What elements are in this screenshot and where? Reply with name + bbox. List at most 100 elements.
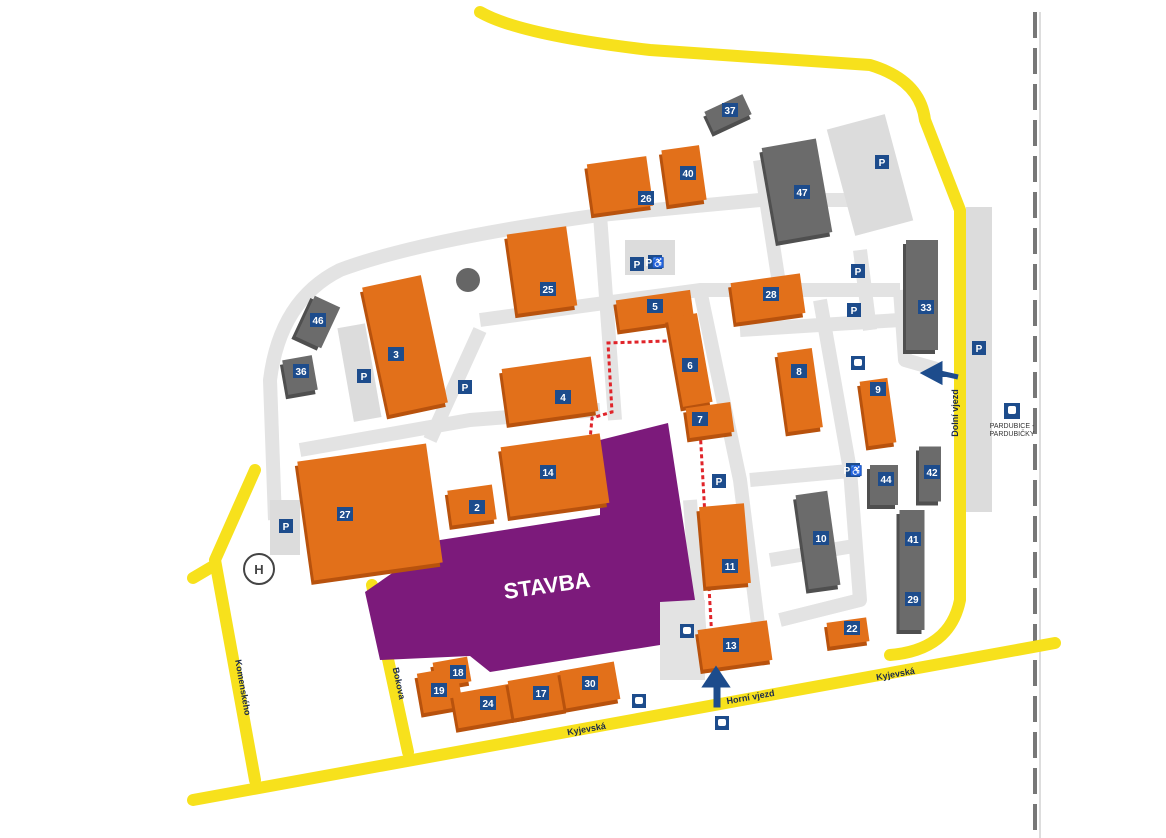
building-number-badge: 24 bbox=[480, 696, 496, 710]
building-number-badge: 44 bbox=[878, 472, 894, 486]
route-path bbox=[586, 338, 714, 641]
building-number: 10 bbox=[815, 534, 827, 545]
building-roof bbox=[906, 240, 938, 350]
building-number: 19 bbox=[433, 686, 445, 697]
badge-bg bbox=[293, 364, 309, 378]
building-number-badge: 33 bbox=[918, 300, 934, 314]
building-number: 6 bbox=[687, 361, 693, 372]
badge-bg bbox=[480, 696, 496, 710]
building-number-badge: 13 bbox=[723, 638, 739, 652]
building-25[interactable] bbox=[504, 226, 578, 319]
building-44[interactable] bbox=[867, 465, 898, 509]
badge-bg bbox=[722, 103, 738, 117]
badge-bg bbox=[924, 465, 940, 479]
building-26[interactable] bbox=[584, 156, 654, 219]
icon-bg bbox=[458, 380, 472, 394]
building-33[interactable] bbox=[903, 240, 938, 354]
vehicle-glyph bbox=[635, 697, 643, 704]
icon-bg bbox=[847, 303, 861, 317]
building-number: 8 bbox=[796, 367, 802, 378]
building-4[interactable] bbox=[499, 356, 599, 428]
building-9[interactable] bbox=[857, 377, 897, 451]
entry-arrow-icon bbox=[701, 665, 731, 708]
building-roof bbox=[506, 226, 578, 314]
building-number: 30 bbox=[584, 679, 596, 690]
badge-bg bbox=[337, 507, 353, 521]
building-number-badge: 8 bbox=[791, 364, 807, 378]
building-number: 36 bbox=[295, 367, 307, 378]
building-number: 2 bbox=[474, 503, 480, 514]
building-number: 40 bbox=[682, 169, 694, 180]
building-number-badge: 2 bbox=[469, 500, 485, 514]
badge-bg bbox=[540, 282, 556, 296]
train-station[interactable]: PARDUBICE - PARDUBIČKY bbox=[990, 403, 1035, 438]
building-number: 41 bbox=[907, 535, 919, 546]
building-number: 26 bbox=[640, 194, 652, 205]
icon-glyph: P bbox=[283, 522, 290, 533]
badge-bg bbox=[638, 191, 654, 205]
station-label: PARDUBIČKY bbox=[990, 429, 1035, 438]
building-8[interactable] bbox=[774, 347, 823, 437]
building-28[interactable] bbox=[728, 273, 806, 328]
icon-bg bbox=[357, 369, 371, 383]
building-11[interactable] bbox=[696, 503, 751, 592]
building-number-badge: 18 bbox=[450, 665, 466, 679]
building-number: 14 bbox=[542, 468, 554, 479]
building-number-badge: 10 bbox=[813, 531, 829, 545]
building-number: 7 bbox=[697, 415, 703, 426]
road-label-kyjevska: Kyjevská bbox=[875, 666, 916, 683]
badge-bg bbox=[791, 364, 807, 378]
icon-glyph: P bbox=[462, 383, 469, 394]
building-7[interactable] bbox=[683, 402, 735, 443]
tram-icon bbox=[680, 624, 694, 638]
building-number-badge: 4 bbox=[555, 390, 571, 404]
icon-bg bbox=[846, 463, 860, 477]
building-number-badge: 47 bbox=[794, 185, 810, 199]
icon-bg bbox=[279, 519, 293, 533]
icon-glyph: P bbox=[851, 306, 858, 317]
building-number: 27 bbox=[339, 510, 351, 521]
icon-glyph: P♿ bbox=[843, 464, 862, 477]
building-number: 46 bbox=[312, 316, 324, 327]
badge-bg bbox=[870, 382, 886, 396]
building-number: 25 bbox=[542, 285, 554, 296]
badge-bg bbox=[813, 531, 829, 545]
disabled-parking-icon: P♿ bbox=[645, 255, 665, 269]
building-number: 22 bbox=[846, 624, 858, 635]
icon-glyph: P♿ bbox=[645, 256, 664, 269]
train-icon-shape bbox=[1008, 406, 1016, 414]
vehicle-glyph bbox=[683, 627, 691, 634]
disabled-parking-icon: P♿ bbox=[843, 463, 863, 477]
building-number-badge: 17 bbox=[533, 686, 549, 700]
building-number: 29 bbox=[907, 595, 919, 606]
badge-bg bbox=[722, 559, 738, 573]
building-number-badge: 36 bbox=[293, 364, 309, 378]
building-number: 44 bbox=[880, 475, 892, 486]
badge-bg bbox=[763, 287, 779, 301]
badge-bg bbox=[918, 300, 934, 314]
parking-icon: P bbox=[458, 380, 472, 394]
badge-bg bbox=[582, 676, 598, 690]
building-roof bbox=[586, 156, 654, 214]
badge-bg bbox=[647, 299, 663, 313]
parking-icon: P bbox=[875, 155, 889, 169]
badge-bg bbox=[905, 532, 921, 546]
building-number: 37 bbox=[724, 106, 736, 117]
building-number-badge: 5 bbox=[647, 299, 663, 313]
building-number-badge: 22 bbox=[844, 621, 860, 635]
building-number: 33 bbox=[920, 303, 932, 314]
building-number: 11 bbox=[725, 562, 736, 573]
building-roof bbox=[777, 347, 823, 433]
badge-bg bbox=[533, 686, 549, 700]
building-number: 42 bbox=[926, 468, 938, 479]
platform bbox=[966, 207, 992, 512]
building-number: 17 bbox=[535, 689, 547, 700]
tree-icon bbox=[456, 268, 480, 292]
building-number-badge: 9 bbox=[870, 382, 886, 396]
building-number: 47 bbox=[796, 188, 808, 199]
badge-bg bbox=[794, 185, 810, 199]
roads bbox=[187, 6, 1061, 806]
parking-icon: P bbox=[712, 474, 726, 488]
building-27[interactable] bbox=[294, 443, 443, 585]
